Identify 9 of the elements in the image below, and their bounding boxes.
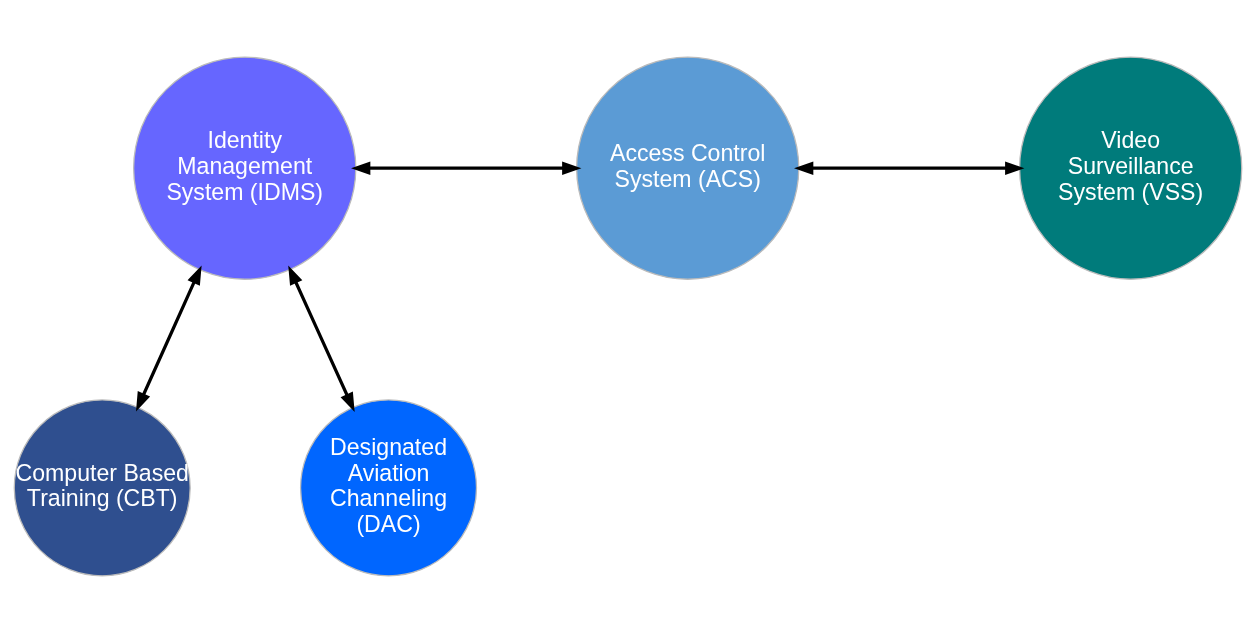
node-circle: Designated Aviation Channeling (DAC): [299, 398, 478, 576]
node-circle: Video Surveillance System (VSS): [1018, 56, 1243, 280]
node-circle: Access Control System (ACS): [576, 56, 800, 280]
node-circle: Identity Management System (IDMS): [133, 56, 357, 280]
arrow: [351, 160, 582, 175]
arrow: [136, 264, 202, 411]
node-circle: Computer Based Training (CBT): [13, 398, 191, 576]
arrow: [288, 264, 355, 412]
arrow: [794, 160, 1025, 175]
